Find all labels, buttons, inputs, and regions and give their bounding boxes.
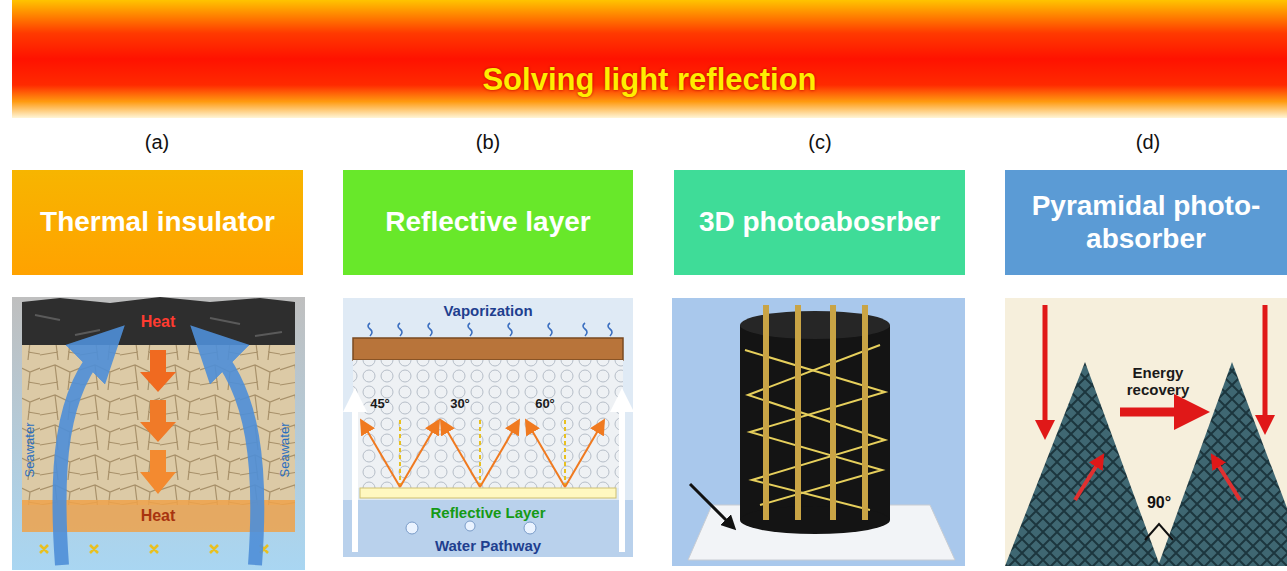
title-banner: Solving light reflection <box>12 0 1287 118</box>
annotation-label: Water Pathway <box>435 537 541 554</box>
annotation-label: Heat <box>141 507 176 525</box>
annotation-label: (d) <box>1136 131 1160 154</box>
header-text: Pyramidal photo-absorber <box>1019 190 1274 254</box>
header-text-group: 3D photoabosrber <box>699 206 940 238</box>
annotation-label: (a) <box>145 131 169 154</box>
cylinder-absorber-illustration <box>672 298 965 566</box>
header-text-group: Thermal insulator <box>40 206 275 238</box>
annotation-label: 45° <box>370 397 390 412</box>
annotation-label: 90° <box>1147 494 1171 512</box>
header-box: Pyramidal photo-absorber <box>1005 170 1287 275</box>
annotation-label: (b) <box>476 131 500 154</box>
annotation-label: Heat <box>141 313 176 331</box>
annotation-label: 30° <box>450 397 470 412</box>
header-box: Thermal insulator <box>12 170 303 275</box>
annotation-label: Seawater <box>278 423 293 478</box>
pyramid-absorber-illustration <box>1005 298 1287 566</box>
header-box: Reflective layer <box>343 170 633 275</box>
reflective-layer-illustration <box>343 298 633 557</box>
annotation-label: Reflective Layer <box>430 504 545 521</box>
header-box: 3D photoabosrber <box>674 170 965 275</box>
header-text: Thermal insulator <box>40 206 275 238</box>
annotation-label: 60° <box>535 397 555 412</box>
header-text-group: Reflective layer <box>385 206 590 238</box>
header-text: Reflective layer <box>385 206 590 238</box>
insulator-illustration <box>12 297 305 570</box>
header-text-group: Pyramidal photo-absorber <box>1019 190 1274 254</box>
header-text: 3D photoabosrber <box>699 206 940 238</box>
annotation-label: Energy recovery <box>1116 364 1200 399</box>
annotation-label: (c) <box>808 131 831 154</box>
annotation-label: Vaporization <box>443 302 532 319</box>
title-text: Solving light reflection <box>12 62 1287 98</box>
annotation-label: Seawater <box>23 423 38 478</box>
